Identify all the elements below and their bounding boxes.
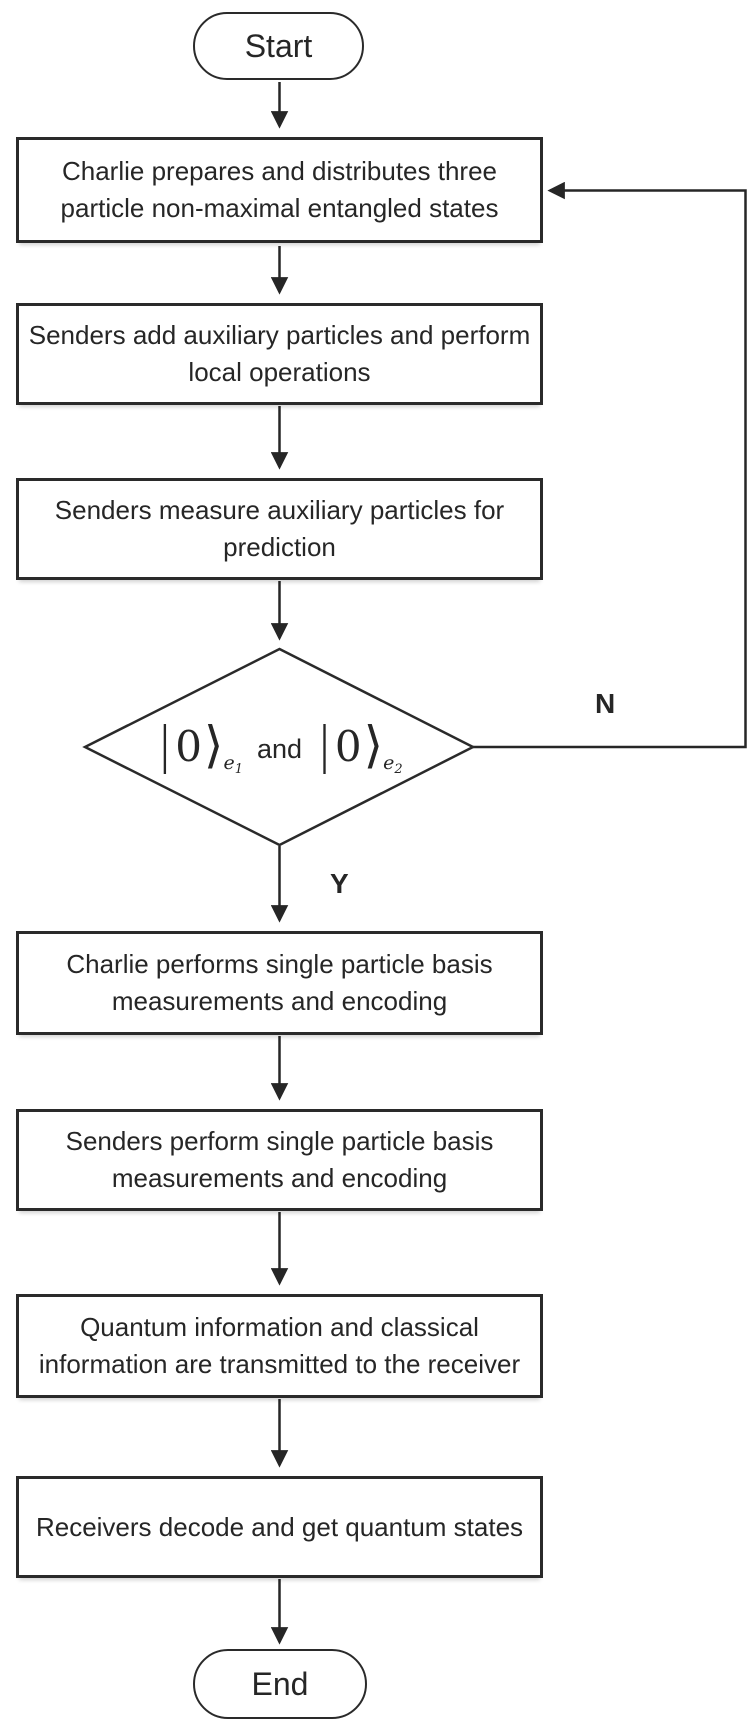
process-box-transmit-information: Quantum information and classical inform… xyxy=(16,1294,543,1398)
process-box-charlie-measurements-encoding: Charlie performs single particle basis m… xyxy=(16,931,543,1035)
ket-close-angle: ⟩ xyxy=(203,716,224,774)
ket-zero-e2: | 0 ⟩ e 2 xyxy=(316,716,403,776)
ket-open-bar: | xyxy=(156,716,174,774)
ket-zero-e1: | 0 ⟩ e 1 xyxy=(156,716,243,776)
process-label: Senders perform single particle basis me… xyxy=(65,1126,494,1193)
decision-diamond xyxy=(82,647,476,847)
process-label: Senders add auxiliary particles and perf… xyxy=(28,320,531,387)
process-box-add-auxiliary-particles: Senders add auxiliary particles and perf… xyxy=(16,303,543,405)
conjunction-text: and xyxy=(256,733,303,764)
process-box-prepare-entangled-states: Charlie prepares and distributes three p… xyxy=(16,137,543,243)
process-box-senders-measurements-encoding: Senders perform single particle basis me… xyxy=(16,1109,543,1211)
decision-condition-expression: | 0 ⟩ e 1 and | 0 ⟩ e 2 xyxy=(85,649,474,845)
process-box-measure-auxiliary-particles: Senders measure auxiliary particles for … xyxy=(16,478,543,580)
ket-subscript: e xyxy=(223,751,235,774)
end-terminator: End xyxy=(193,1649,367,1719)
start-terminator: Start xyxy=(193,12,364,80)
ket-subsubscript: 1 xyxy=(234,761,243,777)
edge-label-no: N xyxy=(595,688,616,719)
process-label: Senders measure auxiliary particles for … xyxy=(54,495,505,562)
ket-close-angle: ⟩ xyxy=(363,716,384,774)
ket-open-bar: | xyxy=(316,716,333,774)
process-label: Charlie prepares and distributes three p… xyxy=(60,156,499,223)
process-label: Receivers decode and get quantum states xyxy=(35,1511,524,1542)
ket-value: 0 xyxy=(334,722,362,771)
end-label: End xyxy=(251,1665,309,1702)
loop-back-connector-no-branch xyxy=(473,181,747,749)
process-box-receivers-decode: Receivers decode and get quantum states xyxy=(16,1476,543,1578)
process-label: Quantum information and classical inform… xyxy=(38,1312,521,1379)
start-label: Start xyxy=(244,27,313,64)
edge-label-yes: Y xyxy=(330,868,349,899)
ket-subscript: e xyxy=(383,751,395,774)
process-label: Charlie performs single particle basis m… xyxy=(66,949,493,1016)
ket-subsubscript: 2 xyxy=(394,761,403,777)
ket-value: 0 xyxy=(175,722,202,771)
